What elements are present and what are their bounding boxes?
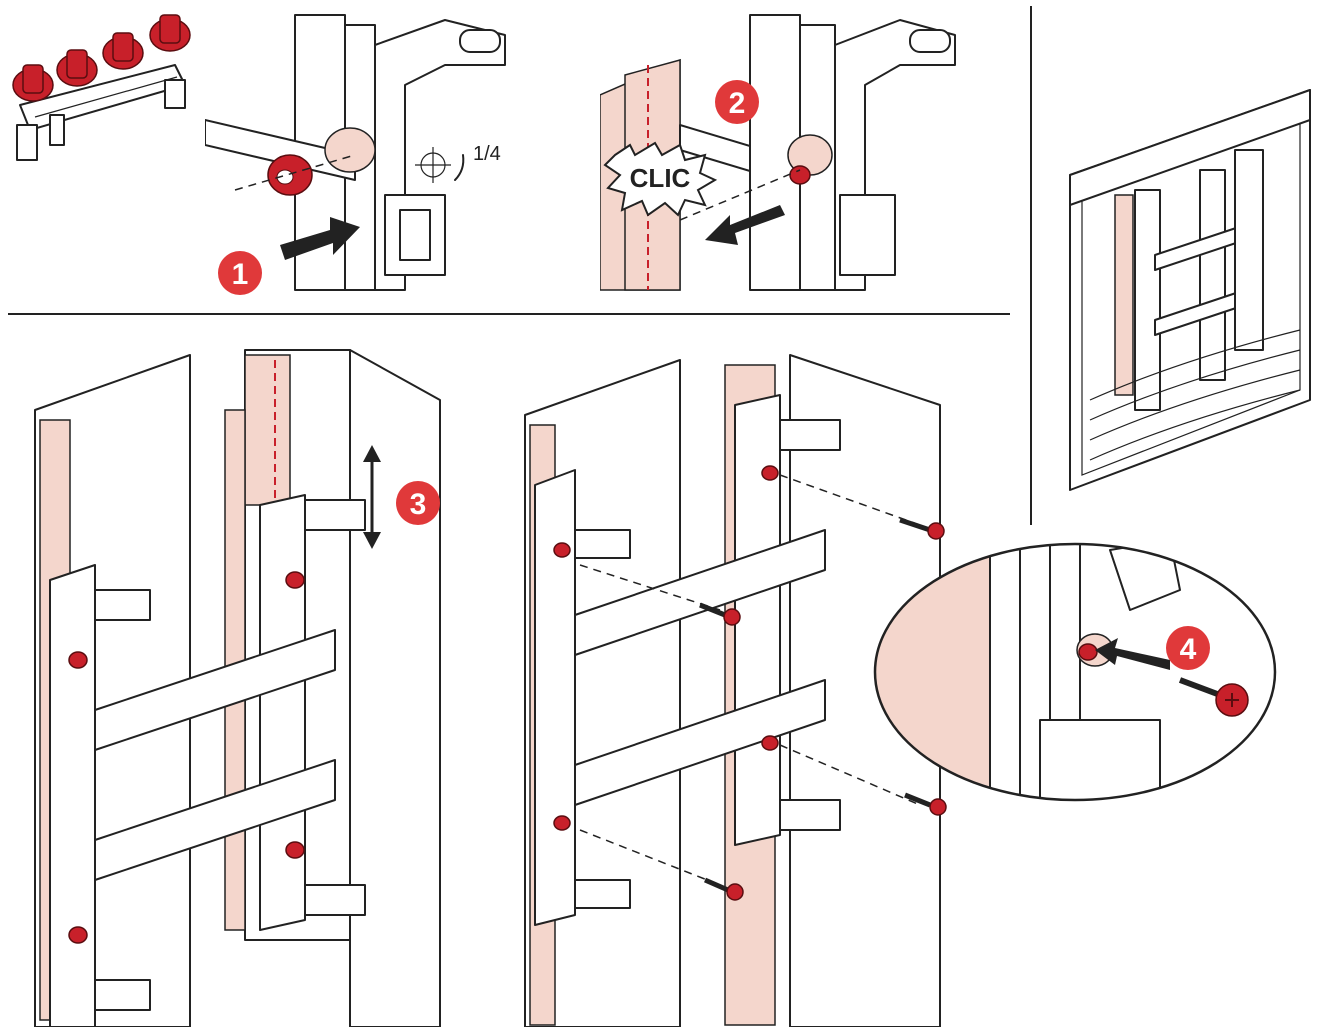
step-4-zoom-illustration: 4 bbox=[873, 542, 1277, 802]
step-badge: 2 bbox=[715, 80, 759, 124]
step-badge: 1 bbox=[218, 251, 262, 295]
double-arrow-icon bbox=[363, 445, 381, 549]
fixing-clip-icon bbox=[56, 49, 98, 87]
screw-icon bbox=[699, 602, 741, 626]
fixing-clip-icon bbox=[267, 127, 376, 196]
fixing-clip-icon bbox=[102, 32, 144, 70]
step-number: 1 bbox=[232, 258, 249, 291]
screw-icon bbox=[899, 517, 945, 540]
step-number: 2 bbox=[729, 87, 746, 120]
step-badge: 4 bbox=[1166, 626, 1210, 670]
push-arrow-icon bbox=[1095, 638, 1170, 670]
click-label: CLIC bbox=[630, 163, 691, 193]
rotation-arrow-icon bbox=[415, 147, 465, 183]
fixing-clip-icon bbox=[787, 134, 833, 185]
click-burst: CLIC bbox=[603, 141, 718, 217]
step-3-illustration: 3 bbox=[34, 349, 441, 1027]
fixing-clip-icon bbox=[68, 571, 305, 944]
fixing-clip-icon bbox=[149, 14, 191, 52]
fixing-clip-icon bbox=[12, 64, 54, 102]
screw-fixing-illustration bbox=[524, 354, 947, 1027]
screw-icon bbox=[704, 877, 744, 901]
screw-icon bbox=[904, 792, 947, 816]
screw-icon bbox=[1178, 677, 1249, 717]
overview-frame-illustration bbox=[1069, 89, 1311, 491]
push-arrow-icon bbox=[705, 205, 785, 245]
step-2-illustration: CLIC 2 bbox=[600, 14, 956, 291]
step-badge: 3 bbox=[396, 481, 440, 525]
clip-strip-illustration bbox=[12, 14, 191, 161]
rotation-label: 1/4 bbox=[473, 143, 501, 165]
step-number: 3 bbox=[410, 488, 427, 521]
fixing-clip-icon bbox=[553, 465, 779, 831]
step-number: 4 bbox=[1180, 633, 1197, 666]
step-1-illustration: 1/4 1 bbox=[205, 14, 506, 295]
push-arrow-icon bbox=[280, 217, 360, 260]
